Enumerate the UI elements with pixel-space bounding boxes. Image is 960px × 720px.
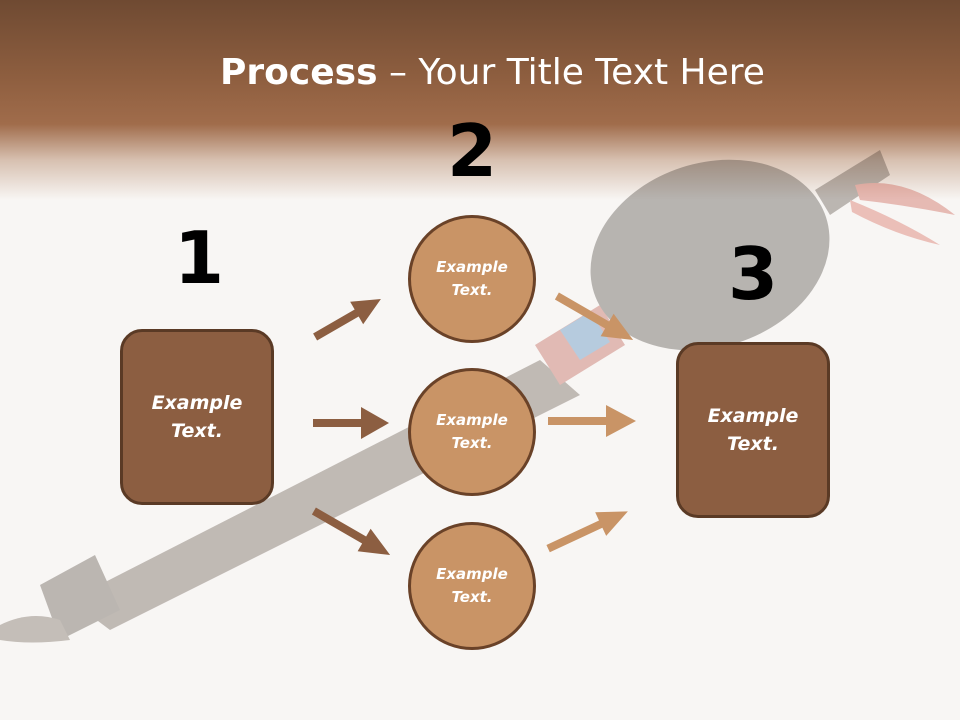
arrow-box1-to-top-icon	[313, 299, 381, 341]
arrow-box1-to-bottom-icon	[311, 507, 391, 555]
step-number-3: 3	[727, 232, 779, 316]
arrow-box1-to-middle-icon	[313, 407, 389, 439]
circle-bottom: Example Text.	[408, 522, 536, 650]
slide-title: Process – Your Title Text Here	[0, 52, 960, 93]
circle-top-label: Example Text.	[436, 257, 508, 299]
circle-middle-label: Example Text.	[436, 410, 508, 452]
step-box-3-label: Example Text.	[707, 404, 799, 456]
arrow-bottom-to-box3-icon	[546, 511, 628, 553]
step-box-1-label: Example Text.	[151, 391, 243, 443]
circle-top: Example Text.	[408, 215, 536, 343]
circle-middle: Example Text.	[408, 368, 536, 496]
title-bold: Process	[220, 52, 378, 93]
header-band	[0, 0, 960, 200]
step-box-1: Example Text.	[120, 329, 274, 505]
step-number-2: 2	[446, 109, 498, 193]
arrow-middle-to-box3-icon	[548, 405, 636, 437]
step-number-1: 1	[173, 216, 225, 300]
step-box-3: Example Text.	[676, 342, 830, 518]
circle-bottom-label: Example Text.	[436, 564, 508, 606]
arrow-top-to-box3-icon	[554, 292, 634, 340]
title-rest: – Your Title Text Here	[377, 52, 765, 93]
